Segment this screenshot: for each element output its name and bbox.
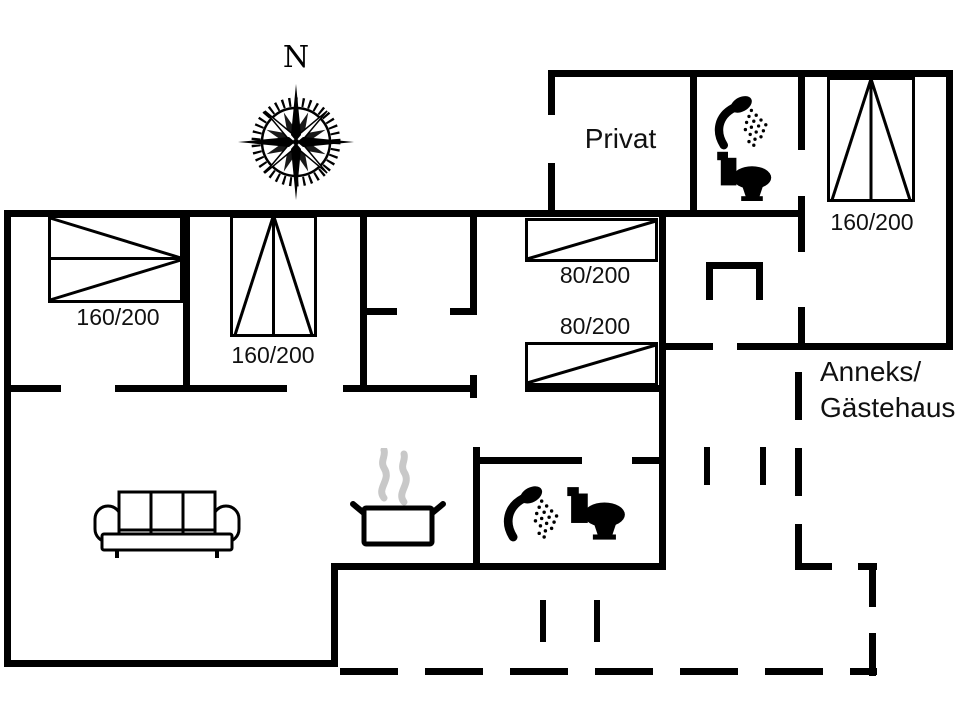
fireplace-icon [706,262,763,269]
single-bed-icon [525,342,658,386]
wall-segment [662,343,713,350]
wall-segment [331,563,338,667]
cooking-pot-icon [350,448,446,547]
bed-size-label: 160/200 [830,209,914,235]
wall-segment [331,563,666,570]
wall-segment [737,343,953,350]
wall-segment [183,215,190,392]
terrace-dashed-line [340,668,877,675]
fireplace-icon [756,262,763,300]
compass-rose-icon [238,84,354,200]
room-label-privat: Privat [584,123,657,154]
steam-icon [398,450,410,506]
bed-size-label: 160/200 [76,304,160,330]
wall-segment [470,375,477,398]
terrace-post [760,447,766,485]
wall-segment [946,70,953,350]
wall-segment [4,210,800,217]
wall-segment [690,70,697,217]
wall-segment [548,163,555,217]
north-label: N [282,40,310,75]
room-label-anneks-line2: Gästehaus [820,392,956,423]
wall-segment [4,660,338,667]
double-bed-icon [827,77,915,202]
terrace-dashed-line [795,372,802,570]
shower-icon [503,486,559,542]
terrace-dashed-line [869,563,876,676]
double-bed-icon [230,215,317,337]
wall-segment [798,196,805,252]
wall-segment [115,385,287,392]
wall-segment [632,457,666,464]
wall-segment [362,308,397,315]
wall-segment [4,210,11,667]
wall-segment [548,70,953,77]
steam-icon [378,448,390,502]
room-label-anneks-line1: Anneks/ [820,356,922,387]
wall-segment [548,70,555,115]
terrace-post [540,600,546,642]
terrace-post [594,600,600,642]
wall-segment [477,457,582,464]
bed-size-label: 160/200 [231,342,315,368]
wall-segment [798,70,805,150]
toilet-icon [567,487,625,540]
fireplace-icon [706,262,713,300]
single-bed-icon [525,218,658,262]
wall-segment [659,210,666,570]
wall-segment [473,447,480,567]
terrace-dashed-line [798,563,877,570]
wall-segment [450,308,477,315]
bed-size-label: 80/200 [559,262,631,288]
double-bed-icon [48,215,183,303]
shower-icon [714,96,768,150]
wall-segment [4,385,61,392]
terrace-post [704,447,710,485]
wall-segment [360,215,367,392]
bed-size-label: 80/200 [559,313,631,339]
wall-segment [343,385,470,392]
sofa-icon [93,490,241,558]
wall-segment [798,307,805,350]
wall-segment [470,215,477,312]
toilet-icon [717,151,772,201]
wall-segment [525,385,666,392]
